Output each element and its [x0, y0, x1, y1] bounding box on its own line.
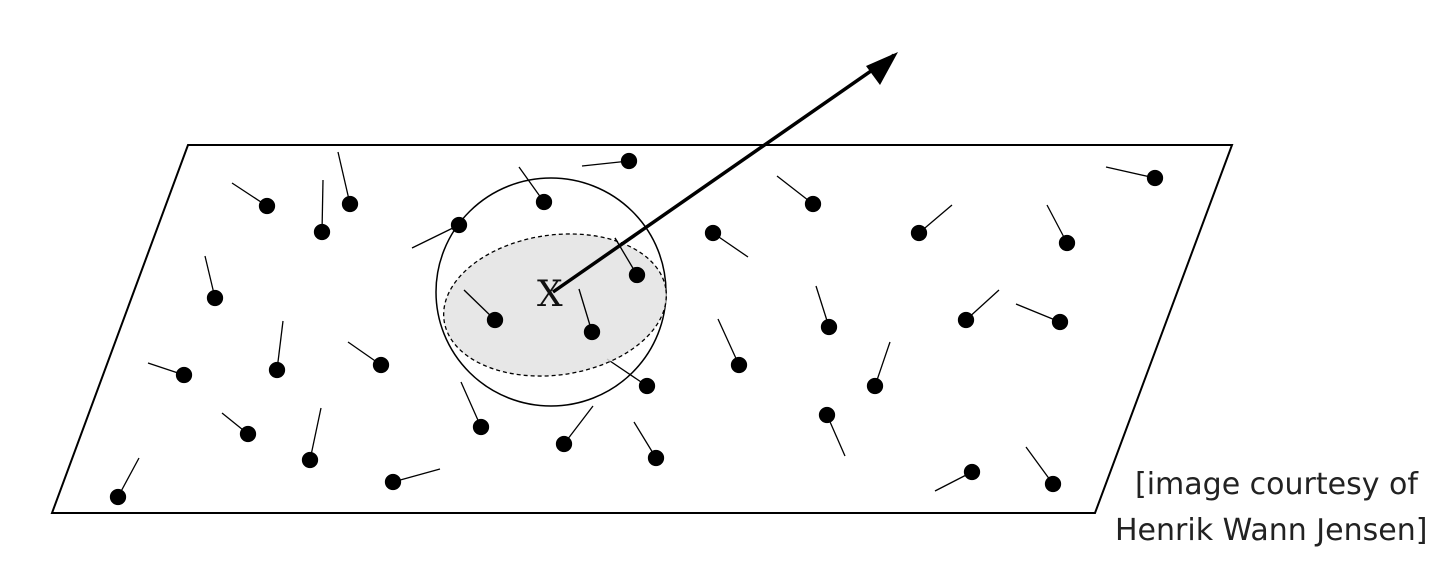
photon: [606, 358, 656, 395]
photon: [463, 289, 504, 329]
photon-dot-icon: [486, 311, 504, 329]
photon: [581, 152, 638, 170]
photon: [347, 341, 390, 374]
photon: [301, 407, 322, 469]
photon: [957, 289, 1000, 329]
photon: [1015, 303, 1069, 331]
photon: [384, 468, 441, 491]
photon: [1105, 166, 1164, 187]
photon-dot-icon: [384, 473, 402, 491]
photon: [518, 166, 553, 211]
photon: [578, 288, 601, 341]
photon-dot-icon: [963, 463, 981, 481]
photon-dot-icon: [206, 289, 224, 307]
photon-dot-icon: [268, 361, 286, 379]
photon-dot-icon: [175, 366, 193, 384]
photon: [204, 255, 224, 307]
photon: [1046, 204, 1076, 252]
point-label: X: [537, 274, 563, 315]
photon: [337, 151, 359, 213]
photon: [109, 457, 140, 506]
gather-disc: [443, 233, 667, 377]
photon: [1025, 446, 1062, 493]
photon-dot-icon: [372, 356, 390, 374]
arrowhead-icon: [866, 52, 898, 85]
photon: [866, 341, 891, 395]
photon-dot-icon: [555, 435, 573, 453]
photon: [614, 237, 646, 284]
photon: [704, 224, 749, 258]
photon-dot-icon: [301, 451, 319, 469]
photon: [717, 318, 748, 374]
photon: [221, 412, 257, 443]
photon-dot-icon: [628, 266, 646, 284]
photon: [818, 406, 846, 457]
photon: [815, 285, 838, 336]
photon-dot-icon: [239, 425, 257, 443]
photon-dot-icon: [341, 195, 359, 213]
photon-dot-icon: [258, 197, 276, 215]
caption-line-1: [image courtesy of: [1135, 467, 1418, 502]
photon: [147, 362, 193, 384]
photon: [555, 405, 594, 453]
photon-dot-icon: [472, 418, 490, 436]
caption-line-2: Henrik Wann Jensen]: [1115, 513, 1428, 548]
photon-dot-icon: [957, 311, 975, 329]
photon: [934, 463, 981, 492]
photon-dot-icon: [1058, 234, 1076, 252]
photon: [313, 179, 331, 241]
photon-dot-icon: [535, 193, 553, 211]
photon: [231, 182, 276, 215]
photon: [910, 204, 953, 242]
photon-dot-icon: [1146, 169, 1164, 187]
photon-dot-icon: [583, 323, 601, 341]
photon-dot-icon: [109, 488, 127, 506]
photon-dot-icon: [818, 406, 836, 424]
photon-dot-icon: [647, 449, 665, 467]
photon-dot-icon: [620, 152, 638, 170]
photon-dot-icon: [820, 318, 838, 336]
photon-dot-icon: [804, 195, 822, 213]
photon-dot-icon: [704, 224, 722, 242]
photon-dot-icon: [313, 223, 331, 241]
photon-dot-icon: [638, 377, 656, 395]
photons-in-disc: [463, 237, 646, 341]
photon-dot-icon: [866, 377, 884, 395]
photon-dot-icon: [1051, 313, 1069, 331]
arrow-icon: [552, 53, 895, 294]
photon: [633, 421, 665, 467]
photon-dot-icon: [730, 356, 748, 374]
photon: [460, 381, 490, 436]
photon: [776, 175, 822, 213]
photon-dot-icon: [1044, 475, 1062, 493]
photon: [268, 320, 286, 379]
photon-dot-icon: [910, 224, 928, 242]
